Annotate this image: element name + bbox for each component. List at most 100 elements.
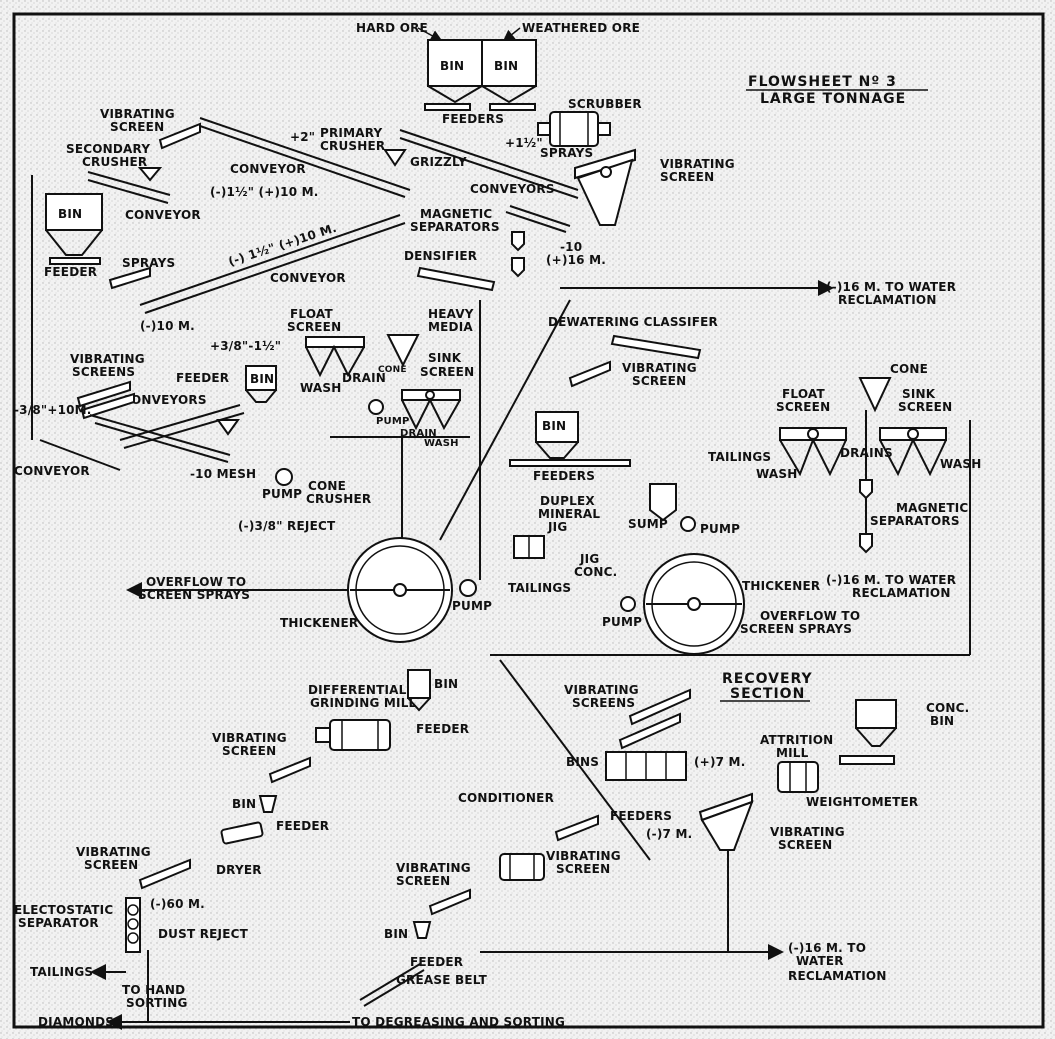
pump-thickener-label: PUMP: [452, 599, 492, 613]
hand-l1: TO HAND: [122, 983, 185, 997]
vs-rec-l2: SCREENS: [572, 696, 635, 710]
pump-icon-hm: [368, 399, 384, 415]
feeder-grease-label: FEEDER: [410, 955, 463, 969]
vs-diff-l2: SCREEN: [222, 744, 276, 758]
feeders-label: FEEDERS: [442, 112, 504, 126]
recovery-l2: SECTION: [730, 686, 805, 702]
minus10-mesh-label: -10 MESH: [190, 467, 256, 481]
vs-top-right-l1: VIBRATING: [660, 157, 735, 171]
tailings-elec-label: TAILINGS: [30, 965, 93, 979]
duplex-jig: DUPLEX MINERAL JIG TAILINGS JIG CONC.: [508, 494, 617, 595]
vs-att-l2: SCREEN: [778, 838, 832, 852]
sprays-label-top: SPRAYS: [540, 146, 593, 160]
att-l2: MILL: [776, 746, 809, 760]
pump-icon-left: [275, 468, 293, 486]
left-bin: BIN FEEDER SPRAYS: [44, 193, 175, 290]
hm-drain-label: DRAIN: [342, 371, 386, 385]
differential-grinding: DIFFERENTIAL GRINDING MILL BIN FEEDER VI…: [212, 669, 469, 845]
pump-icon-sump: [680, 516, 696, 532]
duplex-l1: DUPLEX: [540, 494, 595, 508]
feeder-small-label: FEEDER: [276, 819, 329, 833]
vs-diff-l1: VIBRATING: [212, 731, 287, 745]
cone-right-label: CONE: [890, 362, 928, 376]
heavy-media-cone: [386, 334, 420, 368]
flowsheet-title: FLOWSHEET Nº 3 LARGE TONNAGE: [746, 74, 928, 107]
vs-left-l2: SCREENS: [72, 365, 135, 379]
bin-left-label: BIN: [250, 372, 274, 386]
recovery-vibrating-screens: VIBRATING SCREENS BINS FEEDERS (+)7 M. (…: [499, 659, 845, 876]
elec-l1: ELECTOSTATIC: [14, 903, 113, 917]
thickener-left: THICKENER OVERFLOW TO SCREEN SPRAYS PUMP: [126, 299, 571, 643]
feeder-2: [489, 103, 536, 111]
plus7m-label: (+)7 M.: [694, 755, 745, 769]
primary-crusher-icon: [383, 149, 407, 167]
conveyors-label-a: CONVEYORS: [470, 182, 555, 196]
thickener-left-label: THICKENER: [280, 616, 358, 630]
sump-label: SUMP: [628, 517, 668, 531]
sink-l1: SINK: [428, 351, 462, 365]
vibrating-screens-left: +3/8"-1½" VIBRATING SCREENS FEEDER BIN C…: [14, 175, 371, 533]
overflow-right-l2: SCREEN SPRAYS: [740, 622, 852, 636]
recovery-l1: RECOVERY: [722, 671, 813, 687]
secondary-l2: CRUSHER: [82, 155, 147, 169]
magnetic-separators-top: MAGNETIC SEPARATORS -10 (+)16 M. DENSIFI…: [404, 205, 606, 292]
vs-sec-l1: VIBRATING: [100, 107, 175, 121]
thickener-right: THICKENER OVERFLOW TO SCREEN SPRAYS (-)1…: [490, 420, 971, 656]
sink-right-l2: SCREEN: [898, 400, 952, 414]
bin-small-label: BIN: [232, 797, 256, 811]
water-right-l2: RECLAMATION: [852, 586, 951, 600]
bin-grease-label: BIN: [384, 927, 408, 941]
jig-conc-l2: CONC.: [574, 565, 617, 579]
densifier-label: DENSIFIER: [404, 249, 477, 263]
plus38-label: -3/8"+10M.: [14, 403, 92, 417]
pump-left-label: PUMP: [262, 487, 302, 501]
overflow-left-l2: SCREEN SPRAYS: [138, 588, 250, 602]
feeders-dew-label: FEEDERS: [533, 469, 595, 483]
plus2in-label: +2": [290, 130, 315, 144]
size-38-15-label: +3/8"-1½": [210, 339, 281, 353]
elec-l2: SEPARATOR: [18, 916, 99, 930]
water-reclamation-top: (-)16 M. TO WATER RECLAMATION: [560, 280, 956, 307]
water-top-l2: RECLAMATION: [838, 293, 937, 307]
float-right-l1: FLOAT: [782, 387, 825, 401]
grizzly-label: GRIZZLY: [410, 155, 467, 169]
water-top-l1: (-)16 M. TO WATER: [826, 280, 956, 294]
conditioner-grease: CONDITIONER VIBRATING SCREEN BIN FEEDER …: [352, 791, 565, 1029]
minus7m-label: (-)7 M.: [646, 827, 692, 841]
conveyor-left-label: CONVEYOR: [14, 464, 90, 478]
plus16m-label: (+)16 M.: [546, 253, 606, 267]
pump-right-label: PUMP: [602, 615, 642, 629]
hm-pump-label: PUMP: [376, 416, 410, 427]
minus15-plus10-label: (-)1½" (+)10 M.: [210, 185, 319, 199]
vs-grease-l1: VIBRATING: [396, 861, 471, 875]
left-feeder-label: FEEDER: [44, 265, 97, 279]
primary-crusher-area: PRIMARY CRUSHER +2" +1½" GRIZZLY CONVEYO…: [199, 117, 579, 199]
secondary-crusher-icon: [137, 167, 163, 182]
recovery-section-title: RECOVERY SECTION: [720, 671, 813, 702]
dewatering-label: DEWATERING CLASSIFER: [548, 315, 718, 329]
float-right-l2: SCREEN: [776, 400, 830, 414]
feeder-diff-label: FEEDER: [416, 722, 469, 736]
dryer-electrostatic: VIBRATING SCREEN DRYER ELECTOSTATIC SEPA…: [14, 845, 350, 1030]
crusher-label: CRUSHER: [320, 139, 385, 153]
title-line2: LARGE TONNAGE: [760, 91, 906, 107]
wash-right-2: WASH: [940, 457, 981, 471]
duplex-l2: MINERAL: [538, 507, 600, 521]
conveyor-label-a: CONVEYOR: [230, 162, 306, 176]
vs-grease-l2: SCREEN: [396, 874, 450, 888]
bins-rec-label: BINS: [566, 755, 599, 769]
att-l1: ATTRITION: [760, 733, 833, 747]
heavy-l1: HEAVY: [428, 307, 474, 321]
sink-wash-label: WASH: [424, 438, 459, 449]
float-l2: SCREEN: [287, 320, 341, 334]
conveyor-label-c: CONVEYOR: [270, 271, 346, 285]
hm-cone-label: CONE: [378, 365, 407, 375]
overflow-left-l1: OVERFLOW TO: [146, 575, 246, 589]
mag-top-l2: SEPARATORS: [410, 220, 500, 234]
densifier: [416, 266, 496, 292]
weightometer-label: WEIGHTOMETER: [806, 795, 918, 809]
pump-icon-right: [620, 596, 636, 612]
mag-right-l1: MAGNETIC: [896, 501, 968, 515]
vs-dew-l2: SCREEN: [632, 374, 686, 388]
